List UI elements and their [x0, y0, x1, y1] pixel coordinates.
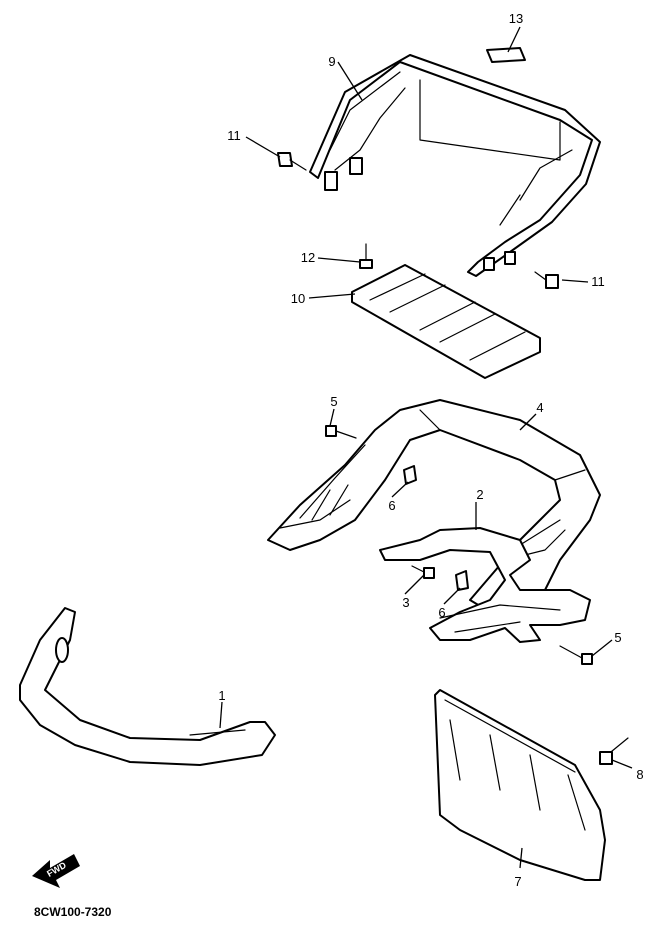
- part-11-bolt-right: [534, 271, 559, 289]
- leader-lines: [219, 26, 633, 869]
- part-4-fender-frame: [267, 399, 601, 613]
- part-9-rear-rack: [309, 54, 601, 277]
- part-8-clip: [599, 737, 629, 765]
- part-3-bolt: [411, 565, 435, 579]
- part-5-bolt-upper: [325, 425, 357, 439]
- callout-13: 13: [509, 11, 523, 26]
- part-7-mud-flap: [434, 689, 606, 881]
- callout-11-right: 11: [591, 274, 605, 289]
- callout-1: 1: [218, 688, 225, 703]
- callout-3: 3: [402, 595, 409, 610]
- callout-10: 10: [291, 291, 305, 306]
- callout-4: 4: [536, 400, 543, 415]
- part-6-nut-upper: [403, 465, 417, 485]
- part-11-bolt-left: [277, 152, 307, 171]
- callout-7: 7: [514, 874, 521, 889]
- callout-8: 8: [636, 767, 643, 782]
- part-1-front-bar: [19, 607, 276, 766]
- callout-9: 9: [328, 54, 335, 69]
- callout-11-left: 11: [227, 128, 241, 143]
- part-12-pin: [359, 243, 373, 269]
- callout-5-upper: 5: [330, 394, 337, 409]
- callout-12: 12: [301, 250, 315, 265]
- callout-6-upper: 6: [388, 498, 395, 513]
- callout-6-lower: 6: [438, 605, 445, 620]
- diagram-code: 8CW100-7320: [34, 905, 112, 919]
- callout-2: 2: [476, 487, 483, 502]
- callout-labels: 13 9 11 11 12 10 5 4 2 6 3 6 5 1 8 7: [218, 11, 643, 889]
- part-13-label: [486, 47, 526, 63]
- part-5-bolt-lower: [559, 645, 593, 665]
- part-6-nut-lower: [455, 570, 469, 591]
- part-2-stay: [379, 527, 591, 643]
- callout-5-lower: 5: [614, 630, 621, 645]
- part-10-plate: [351, 264, 541, 379]
- fwd-arrow: FWD: [32, 854, 80, 888]
